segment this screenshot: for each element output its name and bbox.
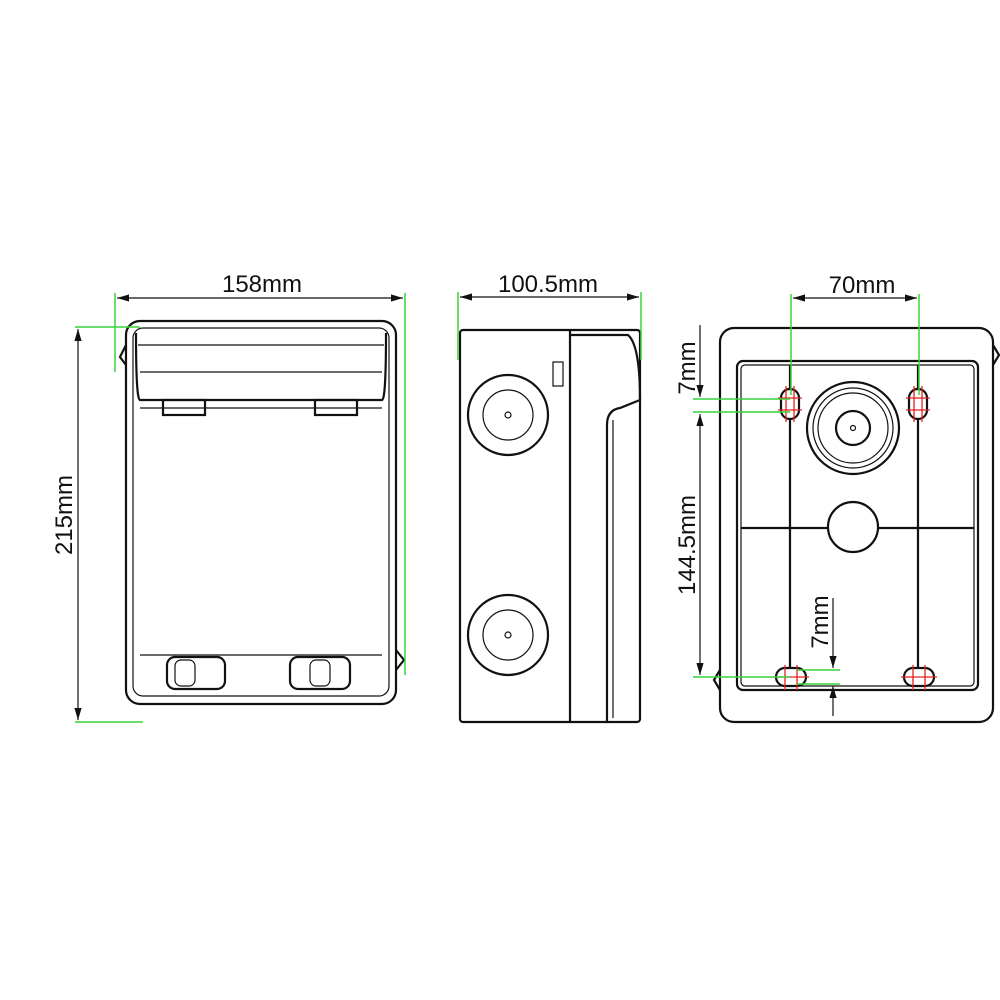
front-view xyxy=(74,293,406,723)
knockout-top xyxy=(466,373,550,457)
latch-right xyxy=(288,655,352,691)
width-dimension-label: 158mm xyxy=(222,271,302,298)
mounting-hole-top-left xyxy=(778,386,802,422)
latch-left xyxy=(165,655,227,691)
vertical-spacing-label: 144.5mm xyxy=(674,495,701,595)
hole-spacing-label: 70mm xyxy=(829,272,896,299)
bottom-offset-label: 7mm xyxy=(807,595,834,648)
mounting-hole-top-right xyxy=(906,386,930,422)
side-view xyxy=(457,292,642,724)
height-dimension-label: 215mm xyxy=(51,475,78,555)
knockout-bottom xyxy=(466,593,550,677)
rear-view xyxy=(693,294,1000,724)
depth-dimension-label: 100.5mm xyxy=(498,271,598,298)
mounting-hole-bottom-right xyxy=(901,665,937,690)
top-offset-label: 7mm xyxy=(674,341,701,394)
